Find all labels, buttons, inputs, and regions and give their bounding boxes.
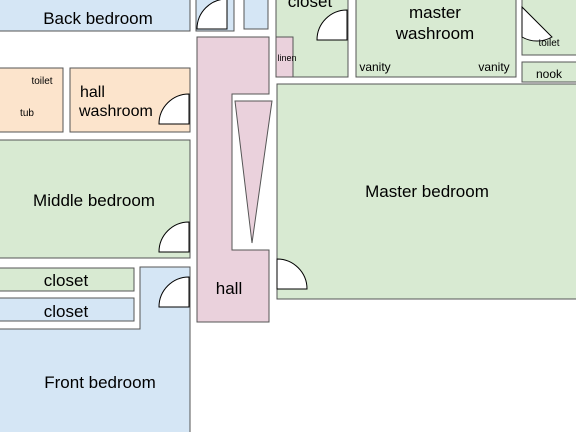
closet-lower-room [0, 297, 135, 322]
master-bedroom-room [276, 83, 576, 300]
middle-bedroom-door [158, 221, 190, 253]
hall-washroom-door [158, 93, 190, 125]
master-bedroom-label: Master bedroom [365, 182, 489, 201]
master-washroom-room [355, 0, 517, 78]
middle-bedroom-room [0, 139, 191, 259]
master-bedroom-door [276, 258, 308, 290]
toilet-tub-room [0, 67, 64, 133]
front-bedroom-label: Front bedroom [44, 373, 156, 392]
back-bedroom-door [196, 0, 228, 30]
closet-upper-label: closet [44, 271, 89, 290]
front-bedroom-room [0, 266, 191, 432]
closet-top-label: closet [288, 0, 333, 11]
back-bedroom-closet [243, 0, 269, 30]
vanity-right-label: vanity [478, 60, 509, 74]
back-bedroom-room [0, 0, 191, 32]
hall-label: hall [216, 279, 242, 298]
closet-top-door [316, 9, 348, 41]
back-bedroom-label: Back bedroom [43, 9, 153, 28]
vanity-left-label: vanity [359, 60, 390, 74]
hall-triangle [234, 100, 273, 244]
front-bedroom-door [158, 276, 190, 308]
master-washroom-label-line2: washroom [395, 24, 474, 43]
closet-upper-room [0, 267, 135, 292]
hall-room [196, 36, 270, 323]
hall-washroom-label-line1: hall [80, 84, 105, 101]
nook-label: nook [536, 67, 563, 81]
linen-label: linen [277, 53, 296, 63]
toilet-left-label: toilet [31, 76, 52, 87]
nook-room [521, 61, 576, 83]
middle-bedroom-label: Middle bedroom [33, 191, 155, 210]
tub-label: tub [20, 108, 34, 119]
toilet-right-door [521, 5, 553, 42]
hall-washroom-label-line2: washroom [78, 103, 153, 120]
master-washroom-label-line1: master [409, 3, 461, 22]
toilet-right-label: toilet [538, 38, 559, 49]
closet-lower-label: closet [44, 302, 89, 321]
linen-room [275, 36, 294, 78]
